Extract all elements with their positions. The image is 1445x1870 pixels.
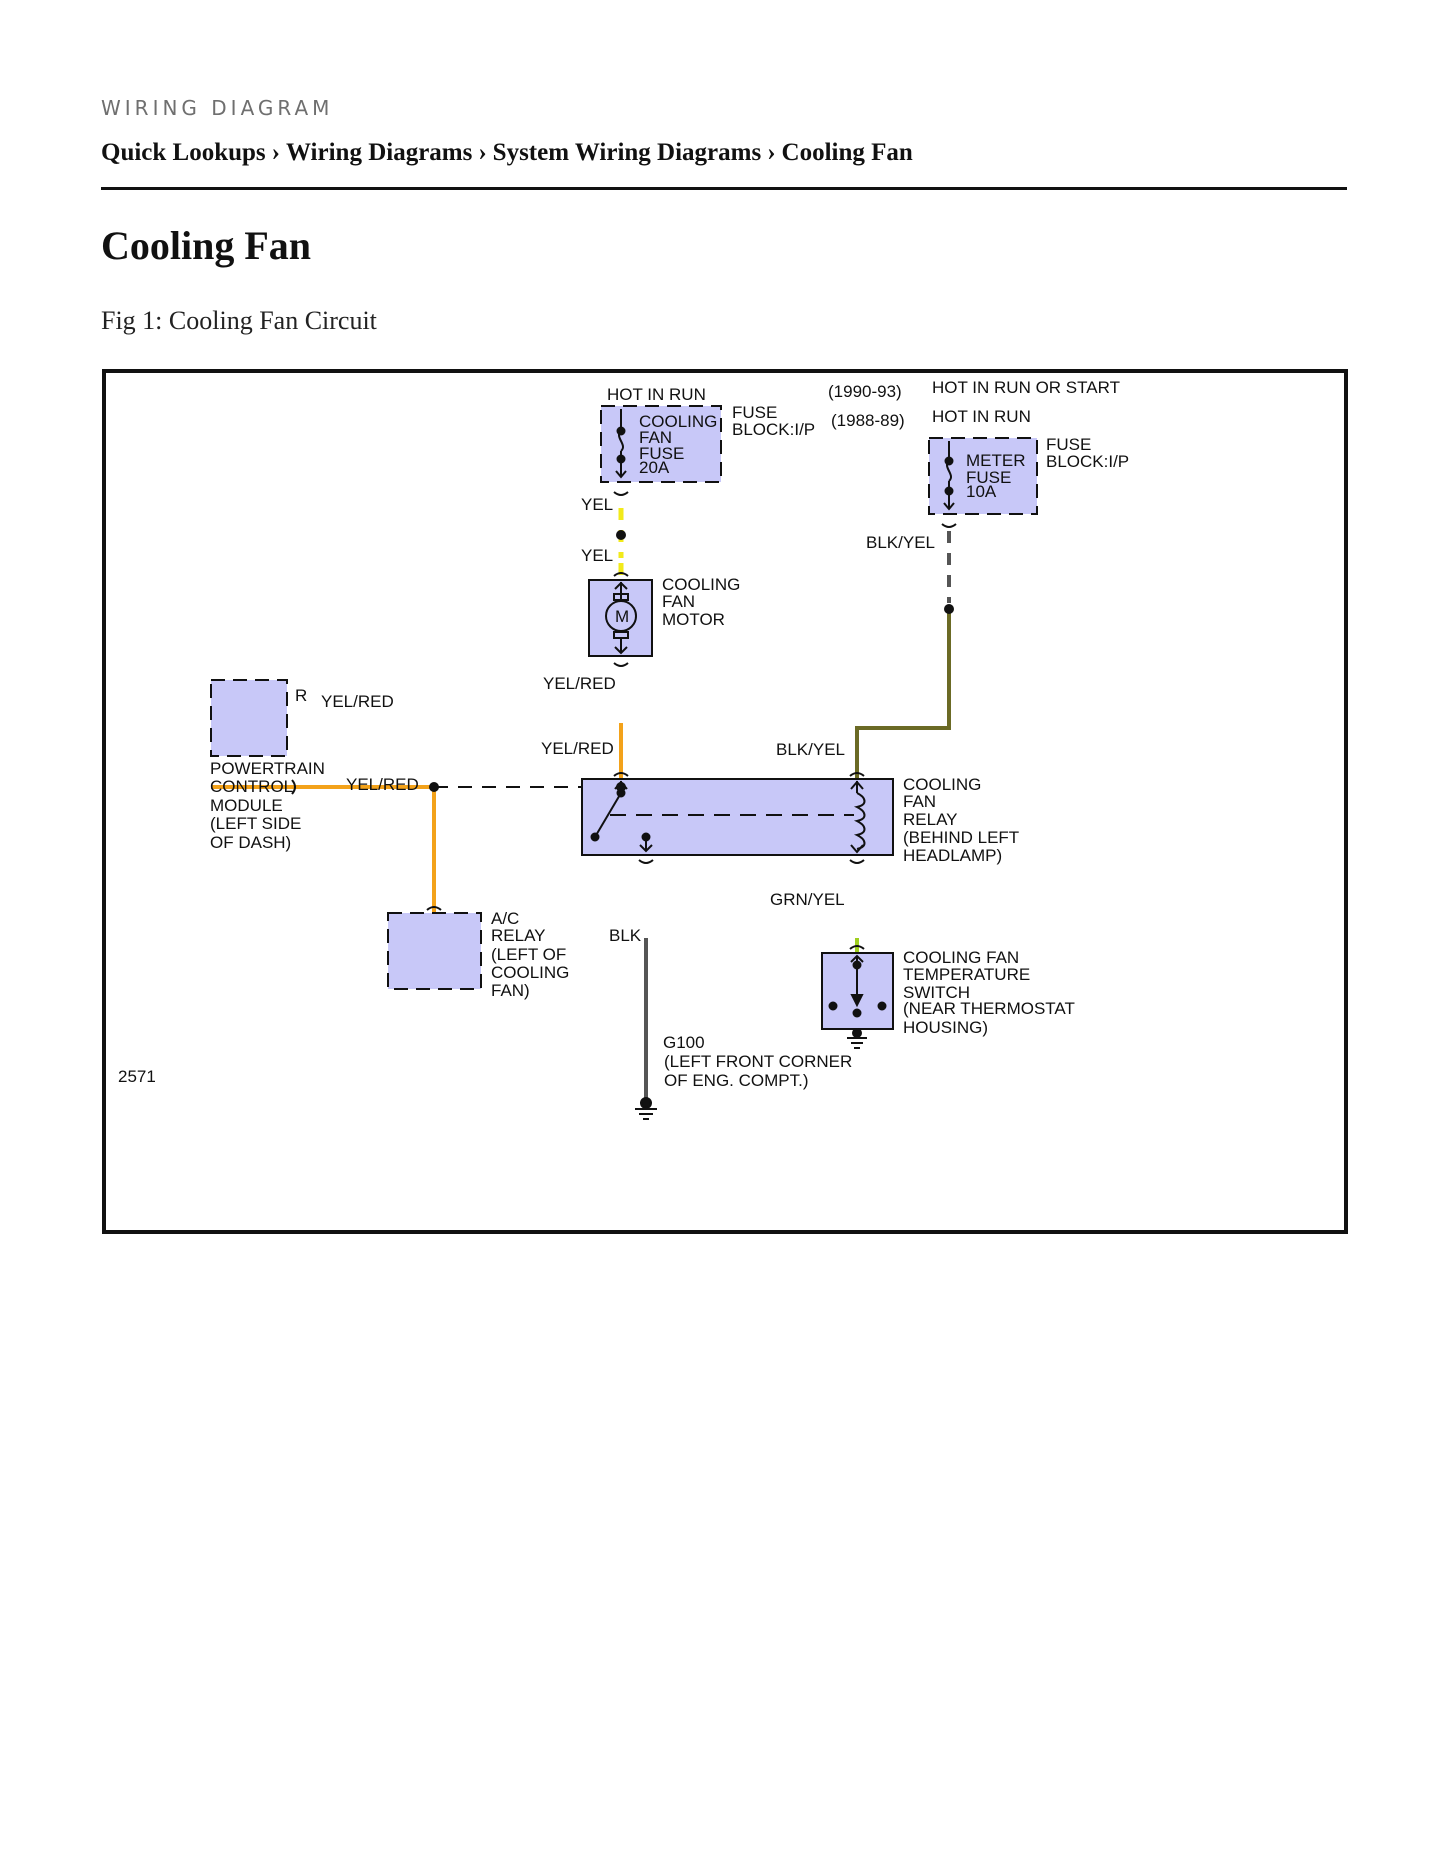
label-meter-fuse-rating: 10A xyxy=(966,482,997,501)
label-pcm-line2: CONTROL xyxy=(210,777,293,796)
label-fan-motor-line1: COOLING xyxy=(662,575,740,594)
label-ac-relay-line1: A/C xyxy=(491,909,519,928)
label-temp-switch-line1: COOLING FAN xyxy=(903,948,1019,967)
breadcrumb-separator: › xyxy=(478,139,487,166)
wiring-diagram: HOT IN RUN FUSE BLOCK:I/P COOLING FAN FU… xyxy=(118,378,1129,1120)
figure-caption: Fig 1: Cooling Fan Circuit xyxy=(101,306,377,335)
label-fan-relay-line2: FAN xyxy=(903,792,936,811)
ac-relay-box xyxy=(387,912,482,990)
label-fan-relay-line5: HEADLAMP) xyxy=(903,846,1002,865)
label-wire-yel-2: YEL xyxy=(581,546,613,565)
label-fan-relay-line1: COOLING xyxy=(903,775,981,794)
splice-yel-red xyxy=(616,782,626,792)
label-wire-yel-red-2: YEL/RED xyxy=(321,692,394,711)
meter-fuse-symbol xyxy=(943,441,955,511)
label-temp-switch-line3: SWITCH xyxy=(903,983,970,1002)
label-fuse-block-1-line1: FUSE xyxy=(732,403,777,422)
breadcrumb-item-system-wiring-diagrams[interactable]: System Wiring Diagrams xyxy=(492,139,762,166)
label-temp-switch-line2: TEMPERATURE xyxy=(903,965,1030,984)
label-ac-relay-line5: FAN) xyxy=(491,981,530,1000)
label-hot-in-run: HOT IN RUN xyxy=(607,385,706,404)
splice-pcm-ac xyxy=(429,782,439,792)
label-ac-relay-line3: (LEFT OF xyxy=(491,945,566,964)
figure-number: 2571 xyxy=(118,1067,156,1086)
label-meter-fuse-line2: FUSE xyxy=(966,468,1011,487)
label-wire-blk-yel-2: BLK/YEL xyxy=(776,740,845,759)
wiring-diagram-frame: HOT IN RUN FUSE BLOCK:I/P COOLING FAN FU… xyxy=(102,369,1348,1234)
label-ground-id: G100 xyxy=(663,1033,705,1052)
label-fuse-block-1-line2: BLOCK:I/P xyxy=(732,420,815,439)
header-divider xyxy=(101,187,1347,190)
label-fuse-block-2-line2: BLOCK:I/P xyxy=(1046,452,1129,471)
page-eyebrow: WIRING DIAGRAM xyxy=(101,96,334,120)
label-cooling-fan-fuse-line1: COOLING xyxy=(639,412,717,431)
label-cooling-fan-fuse-line2: FAN xyxy=(639,428,672,447)
label-pcm-line5: OF DASH) xyxy=(210,833,291,852)
breadcrumb: Quick Lookups›Wiring Diagrams›System Wir… xyxy=(101,139,913,167)
label-wire-yel-1: YEL xyxy=(581,495,613,514)
label-hot-in-run-2: HOT IN RUN xyxy=(932,407,1031,426)
breadcrumb-item-wiring-diagrams[interactable]: Wiring Diagrams xyxy=(286,139,473,166)
breadcrumb-item-quick-lookups[interactable]: Quick Lookups xyxy=(101,139,266,166)
label-fan-motor-line2: FAN xyxy=(662,592,695,611)
switch-ground-symbol xyxy=(847,1028,867,1049)
label-wire-blk-yel-1: BLK/YEL xyxy=(866,533,935,552)
label-ac-relay-line2: RELAY xyxy=(491,926,546,945)
breadcrumb-separator: › xyxy=(271,139,280,166)
label-pcm-line4: (LEFT SIDE xyxy=(210,814,301,833)
ground-symbol xyxy=(635,1097,657,1120)
label-wire-blk: BLK xyxy=(609,926,642,945)
label-wire-yel-red-1: YEL/RED xyxy=(543,674,616,693)
fan-relay-box xyxy=(581,778,894,856)
label-year-1990: (1990-93) xyxy=(828,382,902,401)
label-ac-relay-line4: COOLING xyxy=(491,963,569,982)
label-fan-relay-line3: RELAY xyxy=(903,810,958,829)
label-fan-relay-line4: (BEHIND LEFT xyxy=(903,828,1019,847)
label-meter-fuse-line1: METER xyxy=(966,451,1026,470)
label-temp-switch-line4: (NEAR THERMOSTAT xyxy=(903,999,1075,1018)
splices xyxy=(429,530,954,792)
label-year-1988: (1988-89) xyxy=(831,411,905,430)
motor-symbol xyxy=(605,581,637,655)
pcm-box xyxy=(210,679,288,757)
splice-yel xyxy=(616,530,626,540)
relay-internal-symbol xyxy=(590,780,866,854)
label-ground-line2: (LEFT FRONT CORNER xyxy=(664,1052,852,1071)
label-fuse-block-2-line1: FUSE xyxy=(1046,435,1091,454)
label-motor-symbol: M xyxy=(615,607,629,626)
breadcrumb-item-cooling-fan: Cooling Fan xyxy=(781,139,913,166)
label-wire-yel-red-4: YEL/RED xyxy=(346,775,419,794)
label-fan-motor-line3: MOTOR xyxy=(662,610,725,629)
meter-fuse-box xyxy=(928,437,1038,515)
label-wire-grn-yel: GRN/YEL xyxy=(770,890,845,909)
cooling-fan-fuse-symbol xyxy=(615,409,627,479)
label-cooling-fan-fuse-line3: FUSE xyxy=(639,444,684,463)
connectors xyxy=(291,491,957,950)
label-pcm-pin: R xyxy=(295,686,307,705)
splice-blk-yel xyxy=(944,604,954,614)
label-hot-in-run-or-start: HOT IN RUN OR START xyxy=(932,378,1120,397)
label-ground-line3: OF ENG. COMPT.) xyxy=(664,1071,809,1090)
breadcrumb-separator: › xyxy=(767,139,776,166)
temp-switch-symbol xyxy=(828,954,887,1018)
label-wire-yel-red-3: YEL/RED xyxy=(541,739,614,758)
label-cooling-fan-fuse-rating: 20A xyxy=(639,458,670,477)
label-temp-switch-line5: HOUSING) xyxy=(903,1018,988,1037)
label-pcm-line1: POWERTRAIN xyxy=(210,759,325,778)
page-title: Cooling Fan xyxy=(101,223,312,268)
label-pcm-line3: MODULE xyxy=(210,796,283,815)
